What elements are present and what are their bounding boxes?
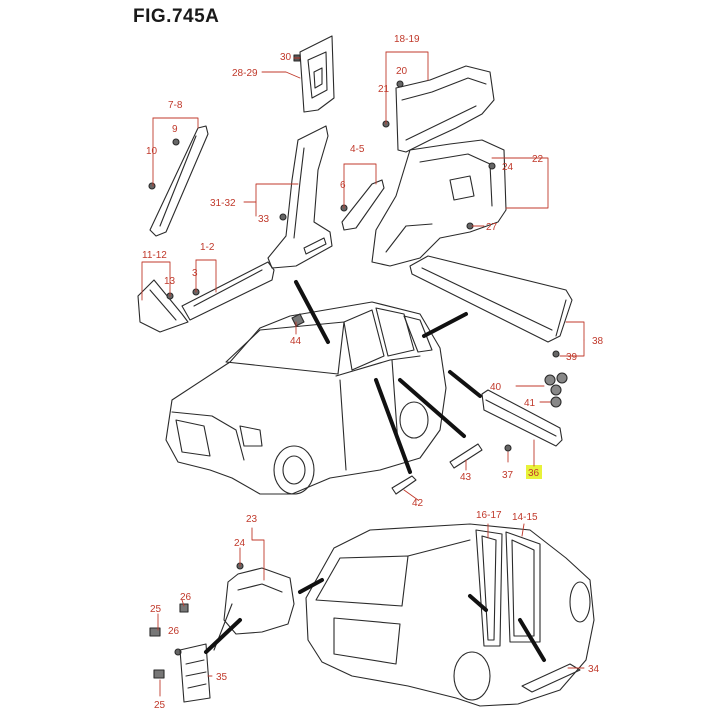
label-14-15: 14-15 [512, 512, 538, 523]
label-20: 20 [396, 66, 408, 77]
label-24b: 24 [234, 538, 246, 549]
figure-title: FIG.745A [133, 6, 220, 27]
clips-40 [544, 372, 568, 396]
clip-9 [172, 138, 180, 146]
clip-10 [148, 182, 156, 190]
label-10: 10 [146, 146, 158, 157]
label-40: 40 [490, 382, 502, 393]
label-18-19: 18-19 [394, 34, 420, 45]
leader-lines [141, 51, 585, 697]
luggage-board [409, 255, 573, 343]
sill-plate-34 [521, 663, 581, 693]
clip-37 [504, 444, 512, 452]
label-42: 42 [412, 498, 424, 509]
sill-strip-43 [449, 443, 483, 469]
quarter-upper-trim [395, 65, 495, 153]
label-11-12: 11-12 [142, 250, 167, 261]
side-sill-trim [181, 261, 275, 321]
mud-flap [179, 643, 211, 703]
quarter-lower-trim [371, 139, 507, 267]
front-scuff-plate [137, 279, 189, 333]
label-9: 9 [172, 124, 178, 135]
clip-39 [552, 350, 560, 358]
label-25a: 25 [150, 604, 162, 615]
label-30: 30 [280, 52, 292, 63]
b-pillar-trim [267, 125, 333, 269]
label-37: 37 [502, 470, 514, 481]
label-44: 44 [290, 336, 302, 347]
part-36-highlight [526, 465, 542, 479]
suv-rear-view [305, 523, 595, 707]
a-pillar-trim [149, 125, 209, 237]
label-25b: 25 [154, 700, 166, 711]
rear-sill-trim [481, 389, 563, 447]
label-34: 34 [588, 664, 600, 675]
label-31-32: 31-32 [210, 198, 236, 209]
clip-44 [291, 313, 305, 327]
label-22: 22 [532, 154, 544, 165]
small-trim-4-5 [341, 179, 385, 231]
label-41: 41 [524, 398, 536, 409]
label-7-8: 7-8 [168, 100, 183, 111]
clip-25a [149, 627, 161, 637]
label-6: 6 [340, 180, 346, 191]
pillar-trim-upper [299, 35, 335, 113]
clip-33 [279, 213, 287, 221]
label-21: 21 [378, 84, 390, 95]
label-38: 38 [592, 336, 604, 347]
sill-strip-42 [391, 475, 417, 495]
label-26: 26 [168, 626, 180, 637]
wheelhouse-trim [213, 567, 295, 651]
suv-front-view [165, 301, 447, 495]
clip-26 [179, 603, 189, 613]
clip-41 [550, 396, 562, 408]
label-36: 36 [528, 468, 540, 479]
clip-24a [488, 162, 496, 170]
label-35: 35 [216, 672, 228, 683]
indicator-arrows [204, 280, 546, 662]
label-28-29: 28-29 [232, 68, 258, 79]
part-labels: 28-29 30 7-8 9 10 31-32 33 4-5 6 11-12 1… [142, 34, 604, 711]
label-13: 13 [164, 276, 176, 287]
label-16-17: 16-17 [476, 510, 502, 521]
label-28: 26 [180, 592, 192, 603]
label-3: 3 [192, 268, 198, 279]
clip-20 [396, 80, 404, 88]
label-24a: 24 [502, 162, 514, 173]
label-4-5: 4-5 [350, 144, 365, 155]
label-27: 27 [486, 222, 498, 233]
label-23: 23 [246, 514, 258, 525]
label-43: 43 [460, 472, 472, 483]
label-33: 33 [258, 214, 270, 225]
clip-25b [153, 669, 165, 679]
label-1-2: 1-2 [200, 242, 215, 253]
label-39: 39 [566, 352, 578, 363]
